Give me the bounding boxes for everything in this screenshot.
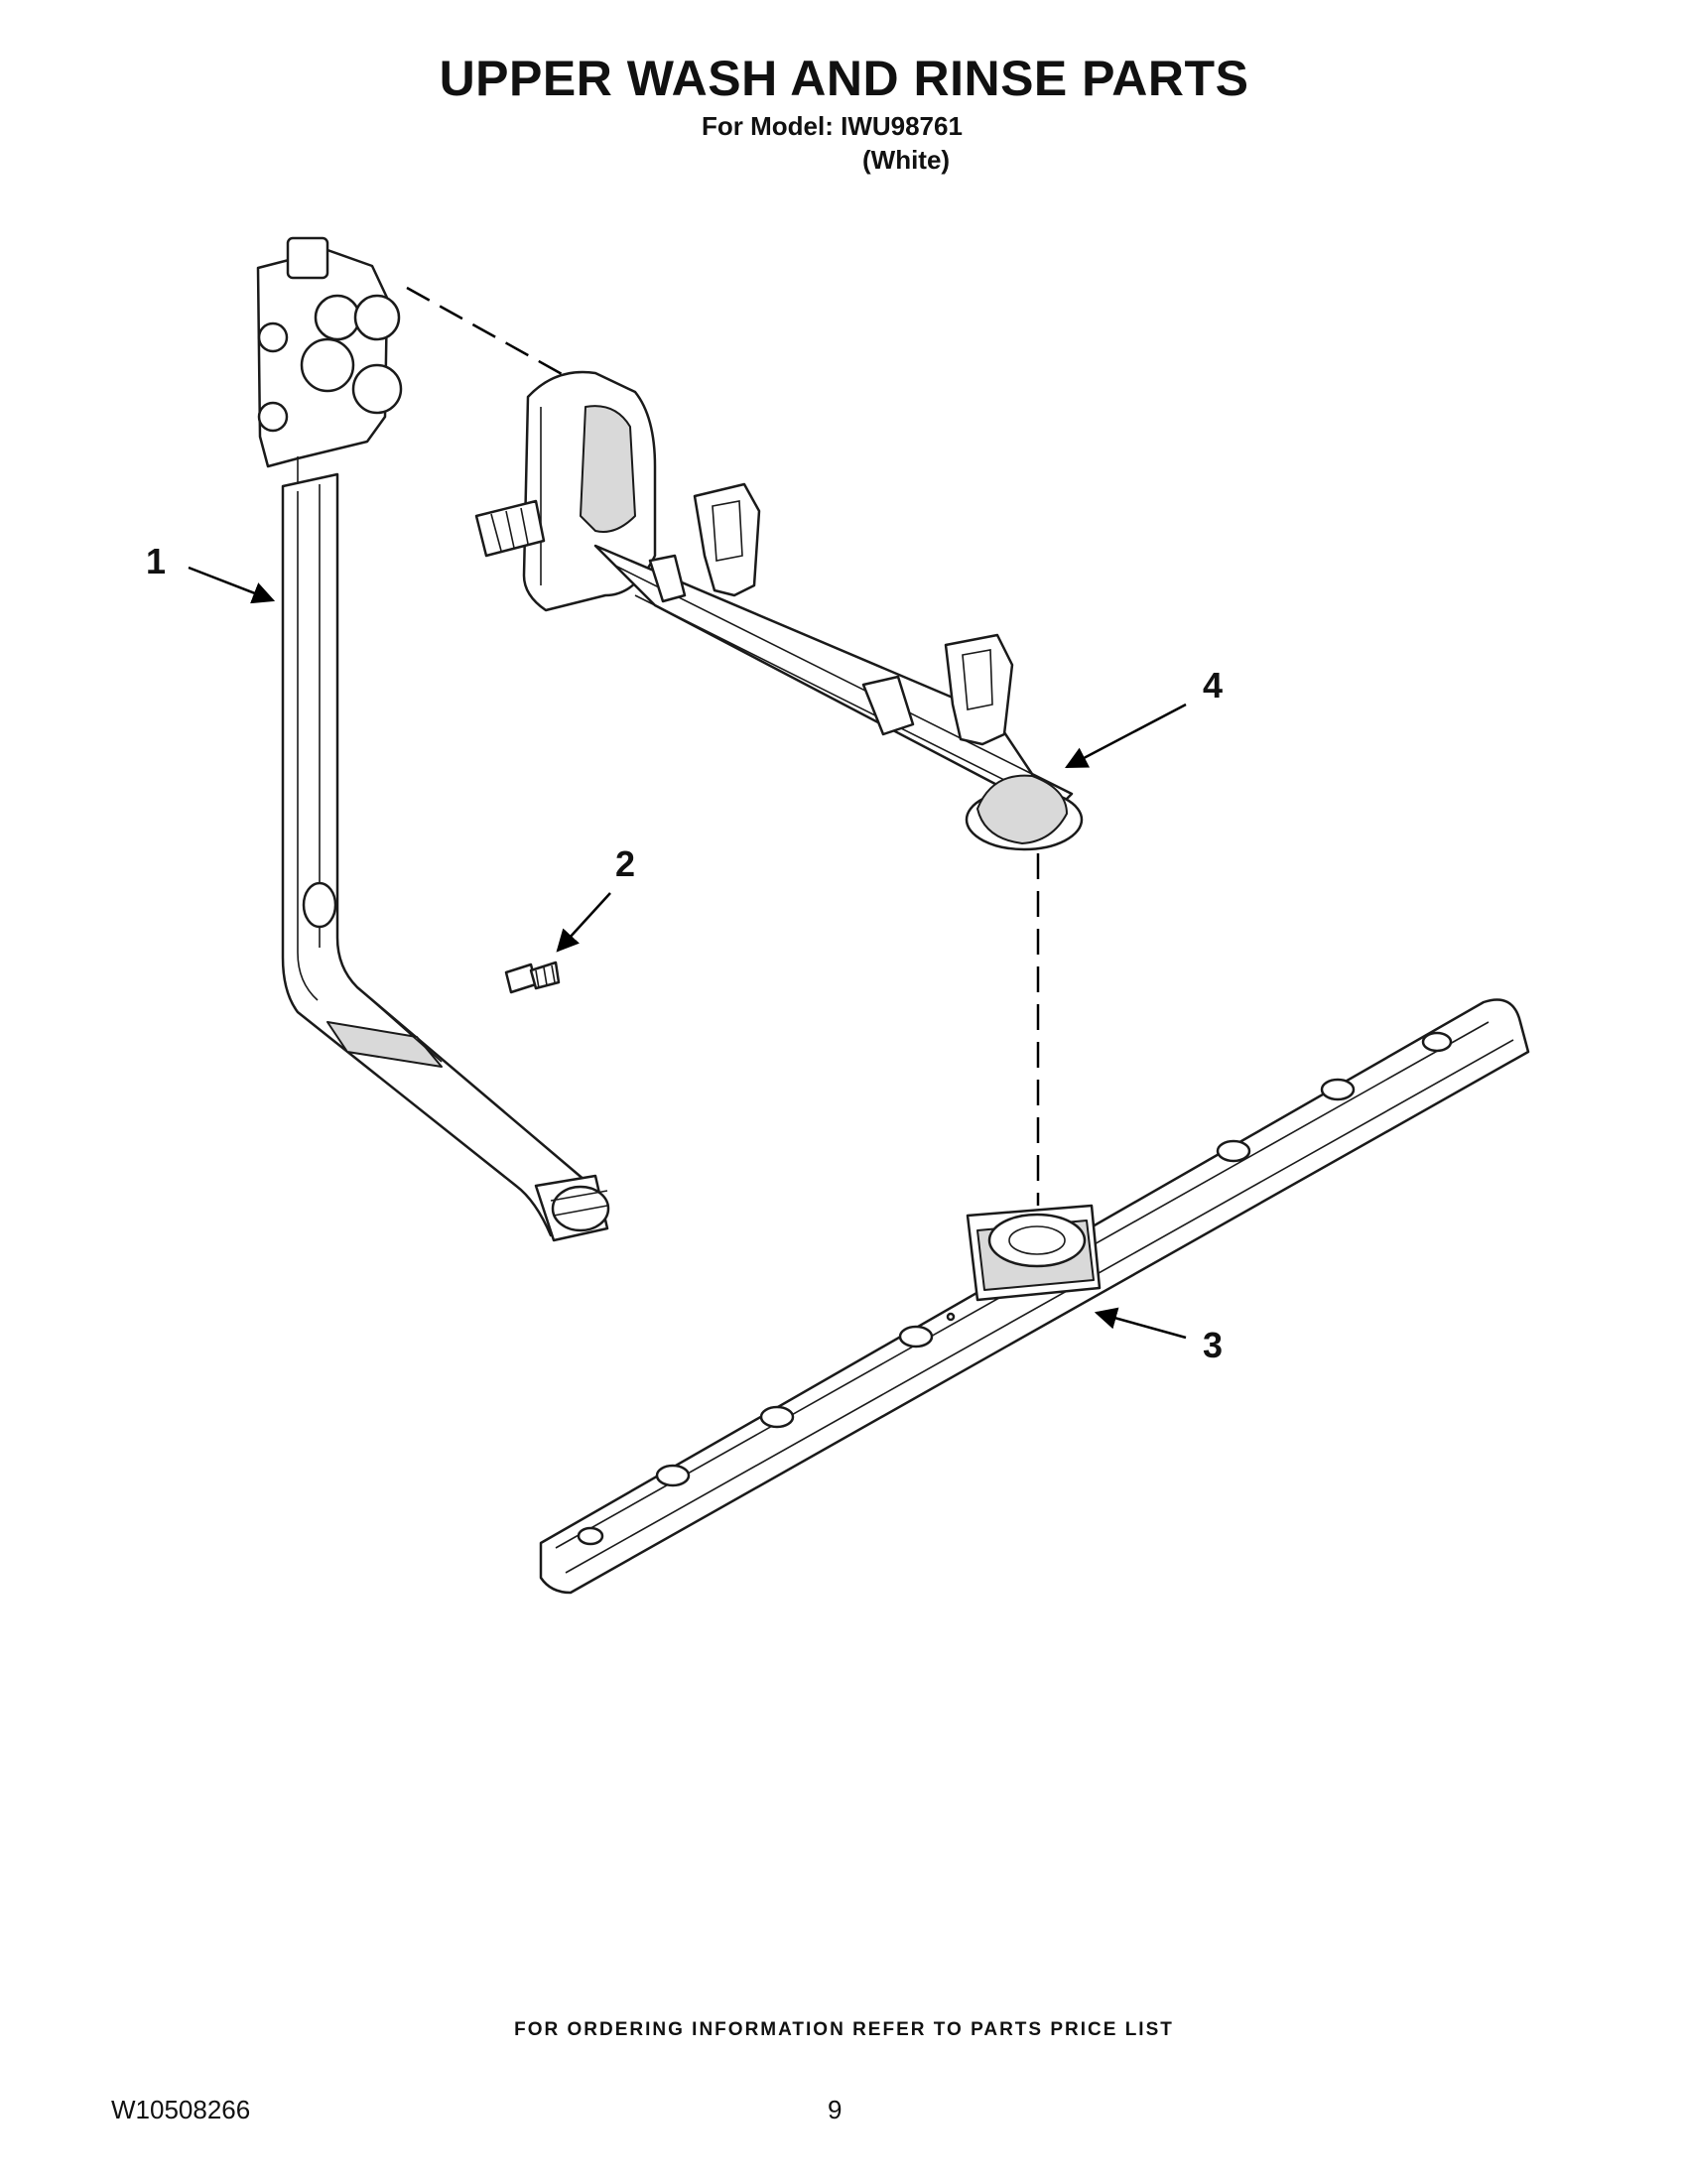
callout-4: 4: [1203, 665, 1224, 706]
leader-1: [188, 566, 276, 604]
leader-2: [556, 892, 611, 953]
callout-1: 1: [146, 541, 167, 581]
ordering-info-note: FOR ORDERING INFORMATION REFER TO PARTS …: [514, 2019, 1174, 2040]
page-number: 9: [828, 2095, 843, 2124]
assembly-line-tube-to-manifold: [406, 286, 565, 377]
part-1-upper-spray-tube: [256, 236, 610, 1242]
callout-3: 3: [1203, 1325, 1224, 1365]
part-4-spray-arm-manifold: [474, 370, 1084, 851]
leader-3: [1094, 1307, 1187, 1340]
leader-4: [1065, 703, 1187, 769]
part-2-screw: [504, 961, 561, 994]
document-number: W10508266: [111, 2095, 251, 2124]
page-title: UPPER WASH AND RINSE PARTS: [439, 51, 1249, 106]
color-label: (White): [862, 145, 951, 175]
part-3-spray-arm: [539, 998, 1530, 1595]
model-label: For Model: IWU98761: [702, 111, 963, 141]
callout-2: 2: [615, 843, 636, 884]
